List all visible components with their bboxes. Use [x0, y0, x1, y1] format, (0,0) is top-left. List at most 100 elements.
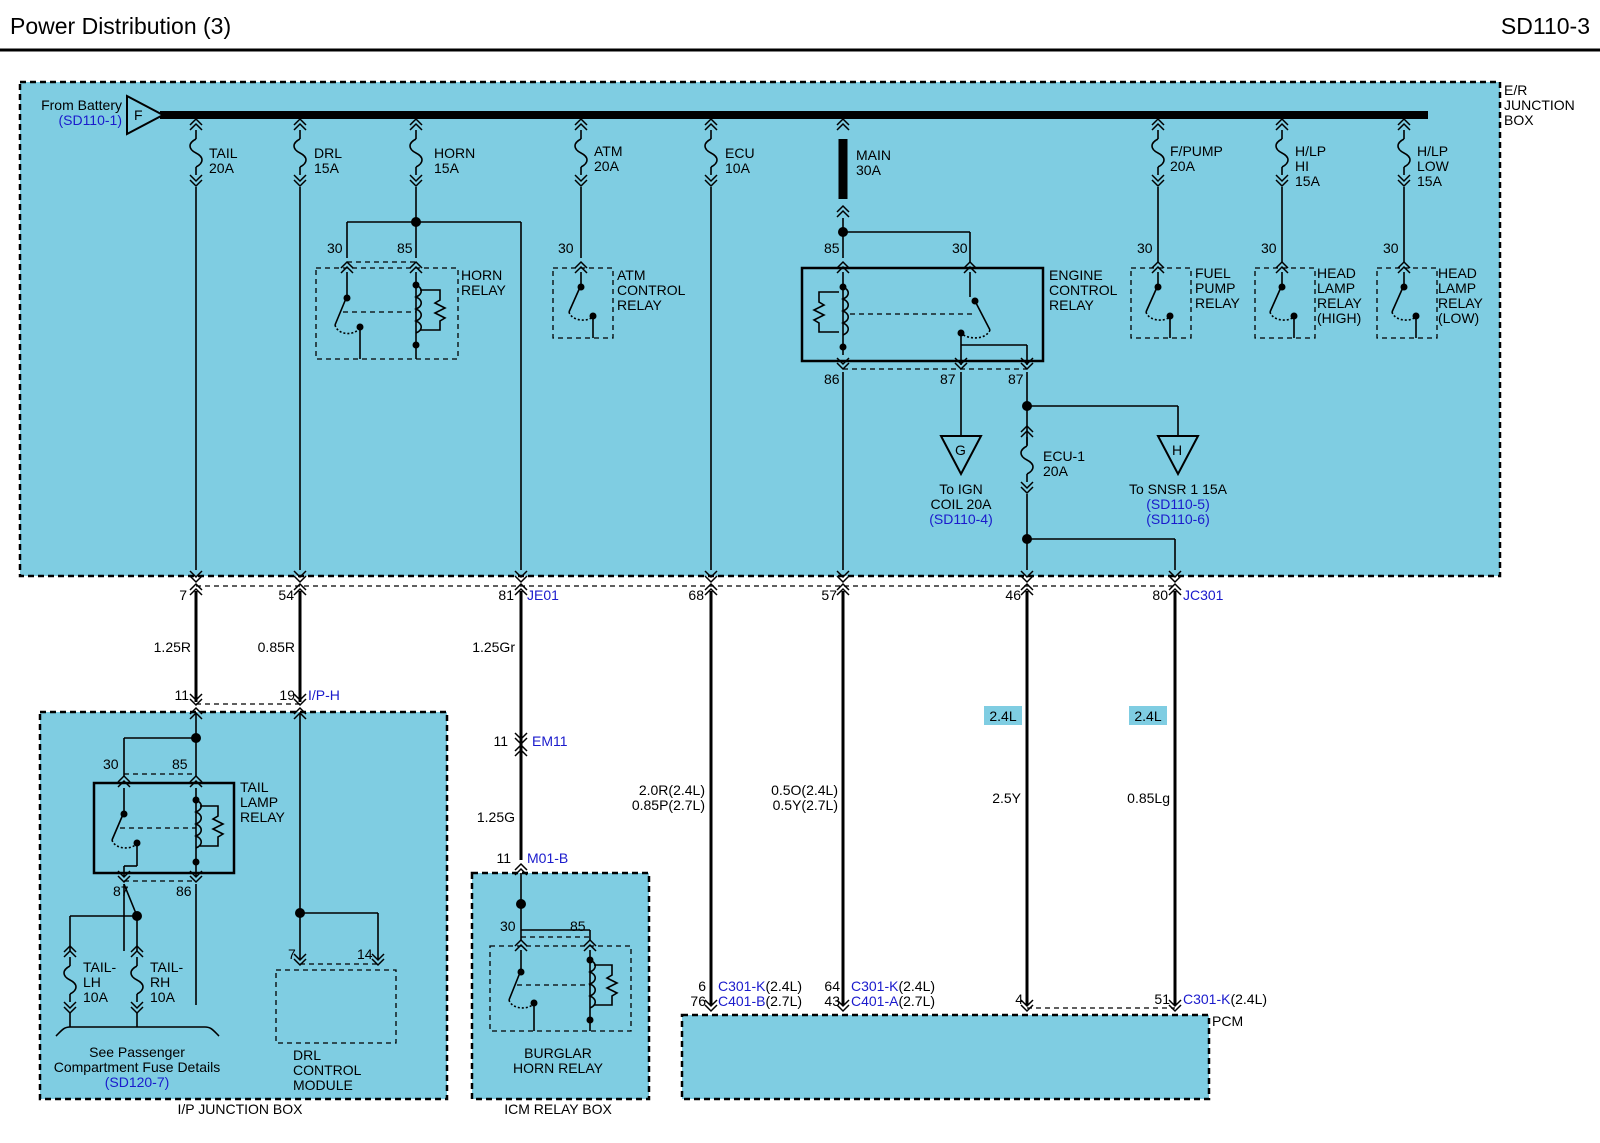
- burglar-relay-pin-30: 30: [500, 918, 516, 934]
- tail-relay-pin-30: 30: [103, 756, 119, 772]
- svg-text:DRL: DRL: [293, 1047, 321, 1063]
- svg-text:RELAY: RELAY: [1317, 295, 1363, 311]
- horn-relay: [315, 217, 522, 570]
- er-connector-row: [189, 570, 1182, 596]
- svg-text:DRL: DRL: [314, 145, 342, 161]
- svg-text:FUEL: FUEL: [1195, 265, 1231, 281]
- svg-text:(SD110-6): (SD110-6): [1146, 511, 1210, 527]
- fuse-tailrh-label: TAIL- RH 10A: [150, 959, 184, 1005]
- passenger-fuse-note: See Passenger Compartment Fuse Details (…: [54, 1044, 221, 1090]
- pcm-box: [680, 1013, 1211, 1101]
- connector-jc301: JC301: [1183, 587, 1224, 603]
- er-wires: [195, 187, 1405, 570]
- svg-text:ATM: ATM: [594, 143, 623, 159]
- burglar-relay-pin-85: 85: [570, 918, 586, 934]
- wire-0-5o: 0.5O(2.4L): [771, 782, 838, 798]
- pcm-pin-6: 6: [698, 978, 706, 994]
- badge-2-4l-b: 2.4L: [1134, 708, 1161, 724]
- svg-text:COIL 20A: COIL 20A: [931, 496, 993, 512]
- svg-text:LAMP: LAMP: [1317, 280, 1355, 296]
- svg-text:15A: 15A: [314, 160, 340, 176]
- tail-lamp-relay: [69, 714, 236, 1005]
- headlamp-relay-high-label: HEAD LAMP RELAY (HIGH): [1317, 265, 1363, 326]
- svg-text:LAMP: LAMP: [240, 794, 278, 810]
- svg-text:LH: LH: [83, 974, 101, 990]
- svg-text:RELAY: RELAY: [1049, 297, 1095, 313]
- fuse-tail-label: TAIL 20A: [209, 145, 238, 176]
- harness-wires: [194, 591, 1177, 1005]
- ip-pin-11: 11: [174, 687, 189, 703]
- ip-junction-box: [38, 710, 449, 1101]
- pcm-box-label: PCM: [1212, 1013, 1243, 1029]
- svg-text:ECU-1: ECU-1: [1043, 448, 1085, 464]
- svg-text:To SNSR 1 15A: To SNSR 1 15A: [1129, 481, 1228, 497]
- connector-m01b: M01-B: [527, 850, 568, 866]
- svg-text:F/PUMP: F/PUMP: [1170, 143, 1223, 159]
- engine-relay-outputs: [842, 372, 1200, 570]
- svg-text:HORN RELAY: HORN RELAY: [513, 1060, 604, 1076]
- battery-conn-letter: F: [134, 107, 143, 123]
- horn-relay-label: HORN RELAY: [461, 267, 507, 298]
- svg-text:HEAD: HEAD: [1317, 265, 1356, 281]
- ip-pin-19: 19: [279, 687, 295, 703]
- pin-57: 57: [821, 587, 837, 603]
- svg-text:15A: 15A: [434, 160, 460, 176]
- svg-text:(HIGH): (HIGH): [1317, 310, 1361, 326]
- badge-2-4l-b-bg: [1129, 706, 1167, 725]
- svg-text:See Passenger: See Passenger: [89, 1044, 185, 1060]
- svg-text:HORN: HORN: [434, 145, 475, 161]
- hl-high-relay-pin-30: 30: [1261, 240, 1277, 256]
- wire-1-25r: 1.25R: [154, 639, 191, 655]
- svg-text:LOW: LOW: [1417, 158, 1450, 174]
- svg-text:BURGLAR: BURGLAR: [524, 1045, 592, 1061]
- wire-0-5y: 0.5Y(2.7L): [773, 797, 838, 813]
- atm-relay-label: ATM CONTROL RELAY: [617, 267, 686, 313]
- tail-lamp-relay-label: TAIL LAMP RELAY: [240, 779, 286, 825]
- horn-relay-pin-30: 30: [327, 240, 343, 256]
- engine-control-relay: [800, 227, 1045, 370]
- connector-je01: JE01: [527, 587, 559, 603]
- svg-text:HI: HI: [1295, 158, 1309, 174]
- er-box-label-3: BOX: [1504, 112, 1534, 128]
- page-code: SD110-3: [1501, 13, 1590, 39]
- svg-text:LAMP: LAMP: [1438, 280, 1476, 296]
- wire-2-0r: 2.0R(2.4L): [639, 782, 705, 798]
- hl-low-relay-pin-30: 30: [1383, 240, 1399, 256]
- wire-0-85p: 0.85P(2.7L): [632, 797, 705, 813]
- connector-ip-h: I/P-H: [308, 687, 340, 703]
- svg-text:10A: 10A: [150, 989, 176, 1005]
- connector-g-letter: G: [955, 442, 966, 458]
- svg-text:RELAY: RELAY: [240, 809, 286, 825]
- pcm-conn-a2: C401-B(2.7L): [718, 993, 802, 1009]
- svg-text:TAIL-: TAIL-: [150, 959, 184, 975]
- pcm-pin-4: 4: [1015, 991, 1023, 1007]
- engine-relay-pin-87b: 87: [1008, 371, 1024, 387]
- svg-text:RELAY: RELAY: [1195, 295, 1241, 311]
- atm-relay: [552, 261, 614, 339]
- engine-relay-pin-30: 30: [952, 240, 968, 256]
- svg-text:(SD110-5): (SD110-5): [1146, 496, 1210, 512]
- svg-text:RELAY: RELAY: [617, 297, 663, 313]
- svg-text:15A: 15A: [1295, 173, 1321, 189]
- pcm-pin-76: 76: [690, 993, 706, 1009]
- atm-relay-pin-30: 30: [558, 240, 574, 256]
- svg-text:H/LP: H/LP: [1417, 143, 1448, 159]
- svg-text:ATM: ATM: [617, 267, 646, 283]
- svg-text:PUMP: PUMP: [1195, 280, 1235, 296]
- svg-text:TAIL: TAIL: [209, 145, 238, 161]
- pin-54: 54: [278, 587, 294, 603]
- svg-text:(LOW): (LOW): [1438, 310, 1479, 326]
- svg-text:RELAY: RELAY: [461, 282, 507, 298]
- svg-text:ENGINE: ENGINE: [1049, 267, 1103, 283]
- wire-0-85lg: 0.85Lg: [1127, 790, 1170, 806]
- svg-text:15A: 15A: [1417, 173, 1443, 189]
- wire-1-25g: 1.25G: [477, 809, 515, 825]
- burglar-horn-relay: [489, 873, 632, 1032]
- battery-ref: (SD110-1): [58, 112, 122, 128]
- icm-relay-box: [470, 871, 651, 1101]
- pcm-connector-row: [704, 999, 1182, 1012]
- svg-text:20A: 20A: [209, 160, 235, 176]
- wire-1-25gr: 1.25Gr: [472, 639, 515, 655]
- drl-control-module: [275, 714, 397, 1044]
